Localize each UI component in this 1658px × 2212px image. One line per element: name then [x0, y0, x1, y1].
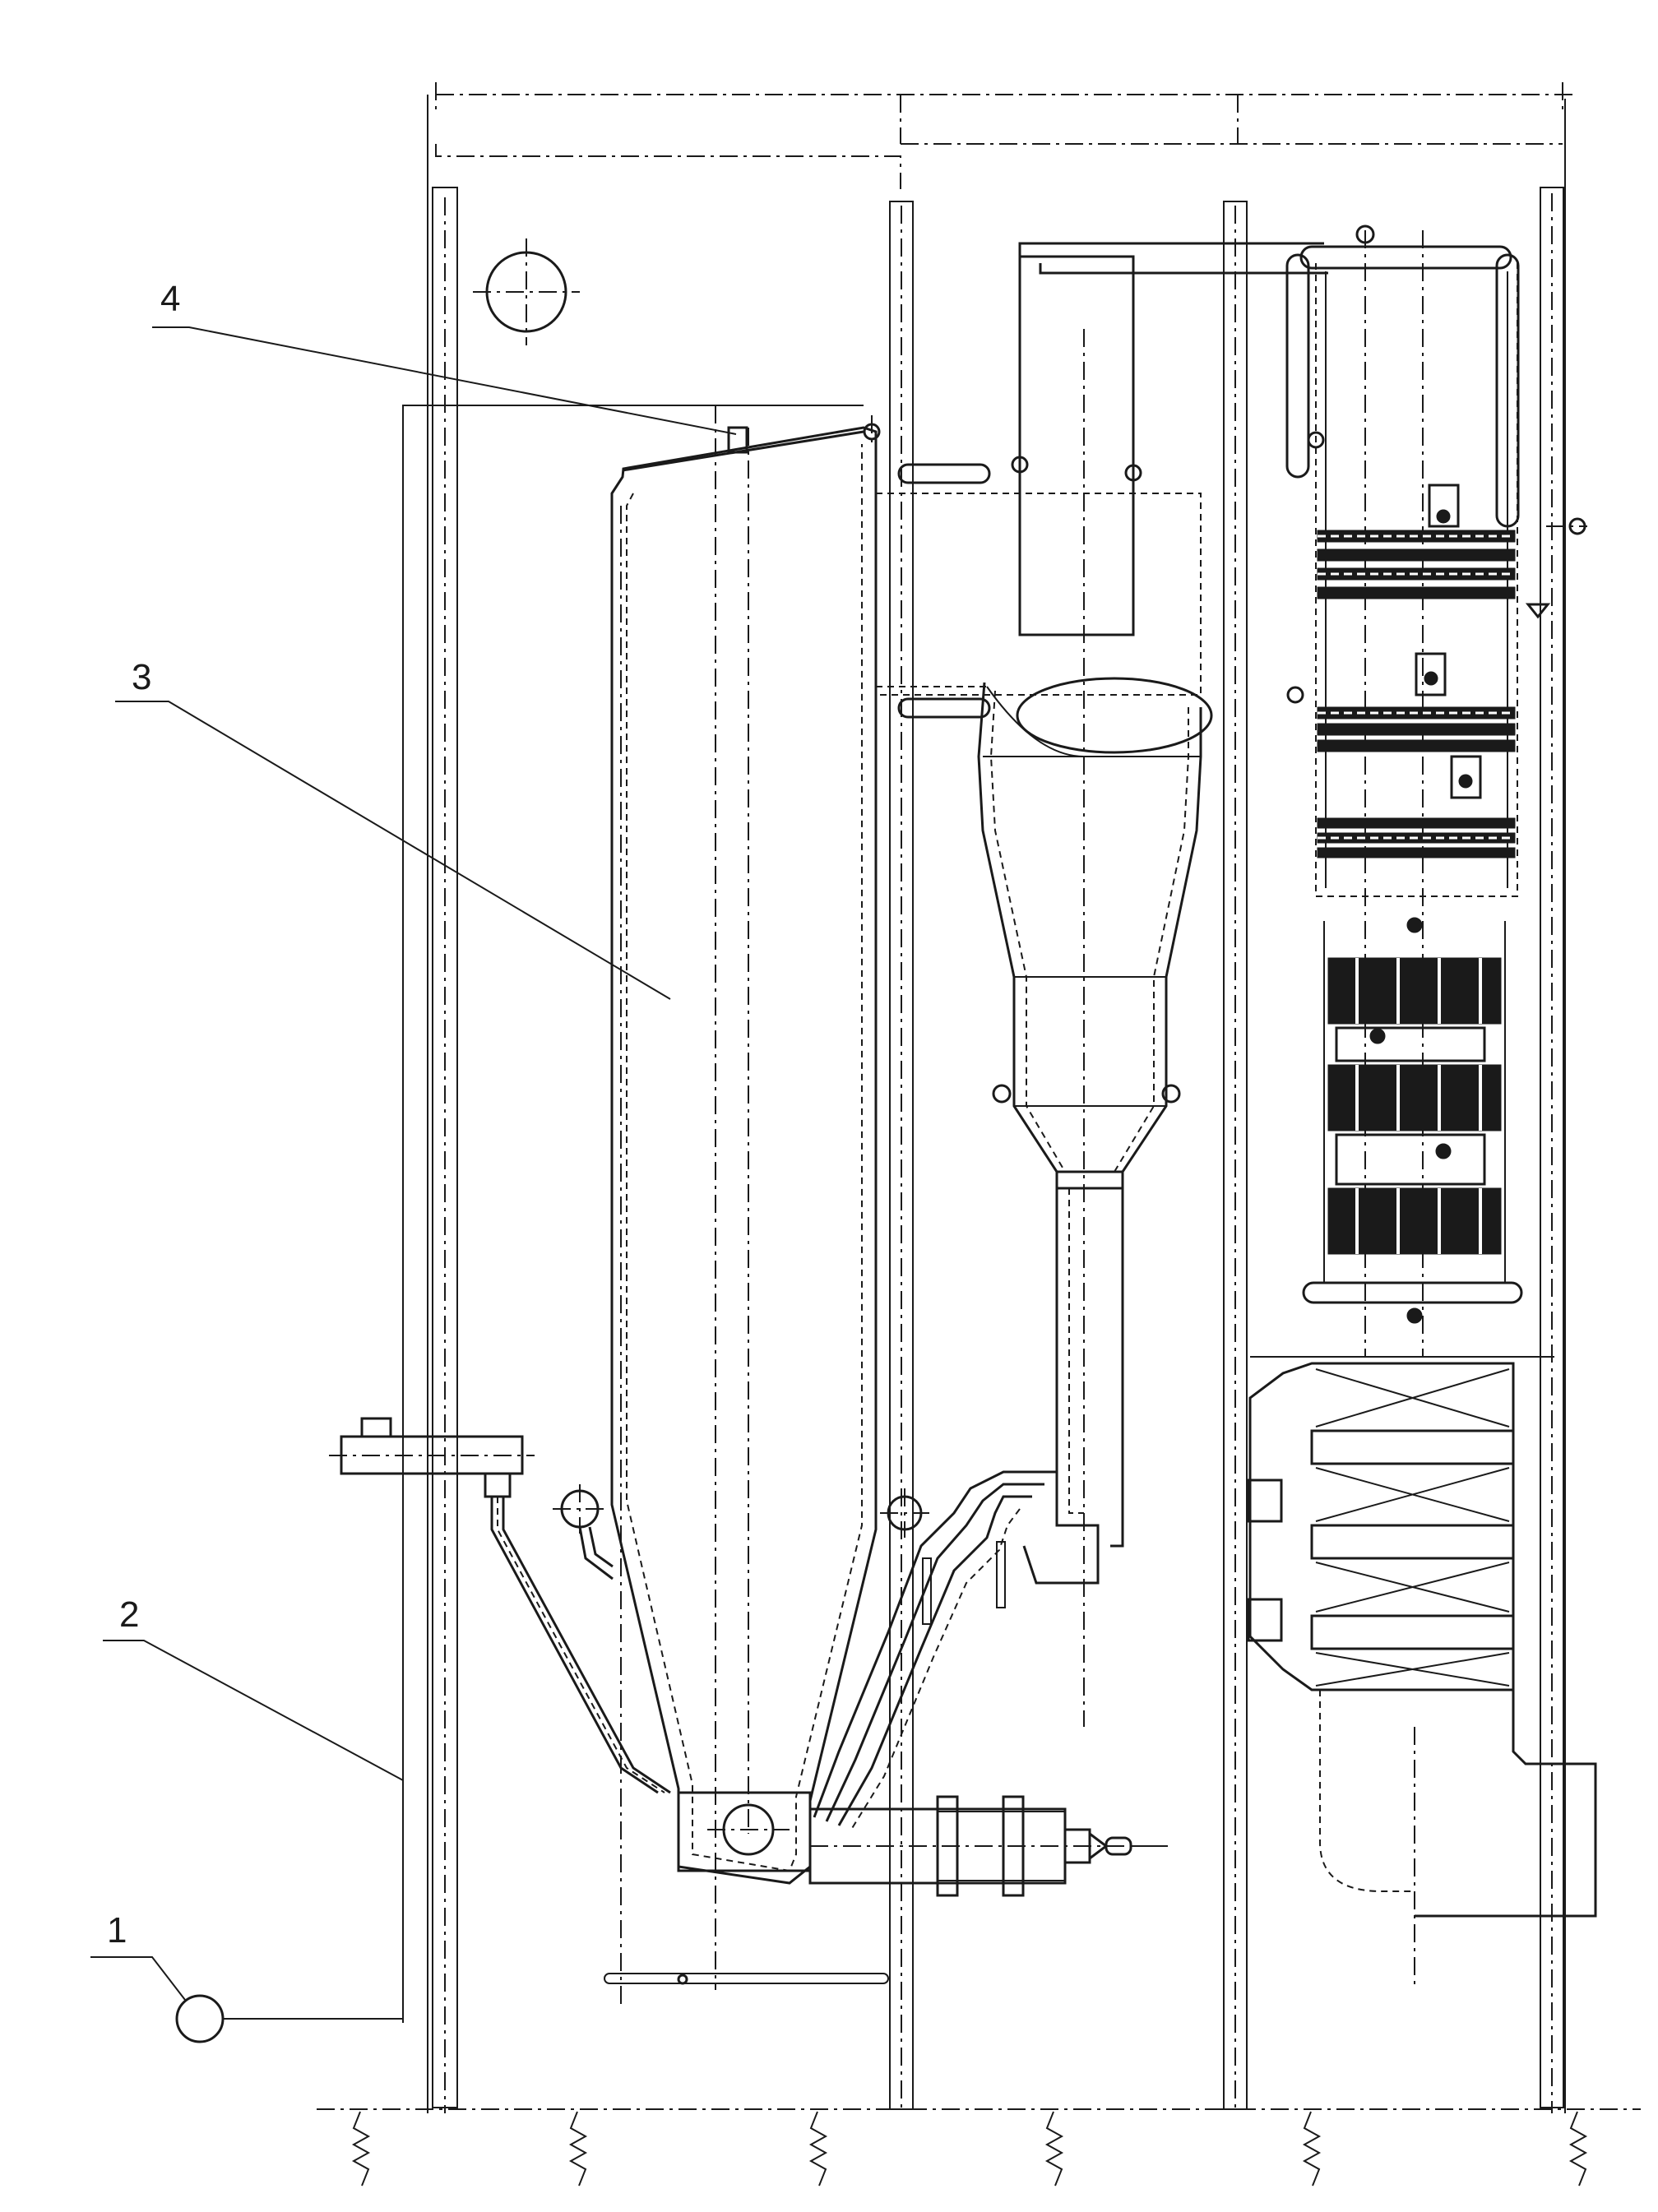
foundation-symbol [1568, 2111, 1588, 2187]
primary-air-blower [808, 1795, 1168, 1897]
label-1: 1 [107, 1910, 127, 1951]
foundation-symbol [808, 2111, 828, 2187]
economizer-bank-2 [1327, 1064, 1502, 1131]
leader-line-3 [115, 701, 671, 1000]
label-4: 4 [160, 279, 180, 319]
economizer-bank-3 [1327, 1187, 1502, 1255]
fuel-feeder [329, 1417, 671, 1794]
furnace [604, 415, 889, 2006]
column-left [432, 187, 458, 2113]
label-2: 2 [119, 1594, 139, 1635]
steam-drum-section [473, 238, 580, 345]
superheater-bank-2 [1317, 706, 1516, 752]
callouts [90, 326, 737, 2043]
cyclone-separator [875, 242, 1328, 1727]
column-right [1540, 187, 1564, 2113]
foundation-symbol [1302, 2111, 1322, 2187]
foundation-symbol [351, 2111, 371, 2187]
label-3: 3 [132, 657, 151, 697]
leader-line-1 [90, 1956, 186, 2001]
back-pass-convection [1285, 224, 1587, 1357]
superheater-bank-1 [1317, 530, 1516, 599]
column-right-center [1223, 201, 1248, 2113]
cyclone-outlet-pipe [1018, 255, 1135, 636]
loop-seal-return [813, 1470, 1057, 1830]
column-center [889, 201, 914, 2113]
enclosure-frame [402, 405, 864, 2023]
item-1-symbol [175, 1994, 225, 2043]
steel-frame [427, 82, 1575, 2113]
superheater-bank-3 [1317, 817, 1516, 858]
leader-line-2 [103, 1640, 404, 1781]
foundation-symbol [1044, 2111, 1064, 2187]
leader-line-4 [152, 326, 737, 435]
air-preheater [1247, 1356, 1597, 1990]
foundation-symbol [568, 2111, 588, 2187]
ground-line [317, 2108, 1641, 2187]
furnace-top-nozzle [727, 426, 748, 454]
economizer-bank-1 [1327, 957, 1502, 1025]
